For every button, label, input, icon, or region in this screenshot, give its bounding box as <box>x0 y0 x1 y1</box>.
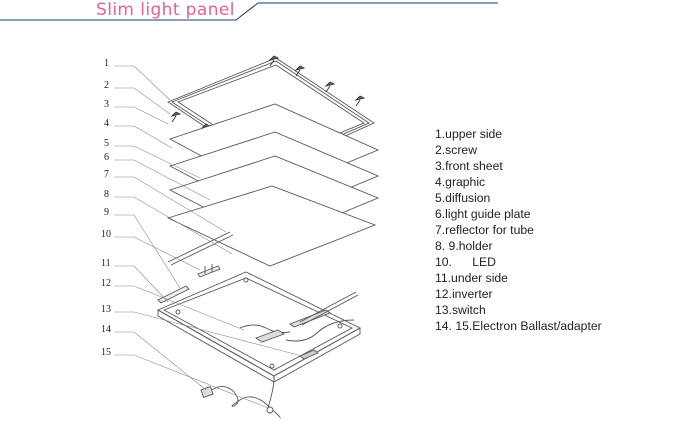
callout-14: 14 <box>101 324 111 335</box>
callout-13: 13 <box>101 304 111 315</box>
legend-item: 4.graphic <box>435 175 486 189</box>
legend-item: 10. LED <box>435 255 496 269</box>
legend-item: 14. 15.Electron Ballast/adapter <box>435 319 602 333</box>
switch <box>299 349 319 360</box>
callout-9: 9 <box>104 207 109 218</box>
callout-10: 10 <box>101 229 111 240</box>
ballast-adapter <box>200 377 281 419</box>
legend-item: 6.light guide plate <box>435 207 531 221</box>
callout-15: 15 <box>101 347 111 358</box>
legend-item: 12.inverter <box>435 287 493 301</box>
callout-3: 3 <box>104 99 109 110</box>
inverter <box>239 291 359 343</box>
callout-5: 5 <box>104 138 109 149</box>
under-side-frame <box>156 271 361 383</box>
legend-item: 8. 9.holder <box>435 239 493 253</box>
legend-item: 13.switch <box>435 303 486 317</box>
callout-6: 6 <box>104 152 109 163</box>
legend-item: 3.front sheet <box>435 159 503 173</box>
light-guide-plate <box>166 185 377 267</box>
callout-12: 12 <box>101 278 111 289</box>
legend-item: 11.under side <box>435 271 508 285</box>
callout-1: 1 <box>104 58 109 69</box>
legend-item: 1.upper side <box>435 127 503 141</box>
callout-7: 7 <box>104 169 109 180</box>
callout-8: 8 <box>104 189 109 200</box>
callout-numbers: 1 2 3 4 5 6 7 8 9 10 11 12 13 14 15 <box>101 58 111 358</box>
callout-4: 4 <box>104 118 109 129</box>
legend-item: 7.reflector for tube <box>435 223 534 237</box>
callout-11: 11 <box>101 258 111 269</box>
reflector-tube <box>167 231 234 266</box>
header-rule <box>0 2 498 21</box>
callout-2: 2 <box>104 80 109 91</box>
page-title: Slim light panel <box>96 0 235 20</box>
legend-item: 5.diffusion <box>435 191 491 205</box>
legend-item: 2.screw <box>435 143 477 157</box>
parts-legend: 1.upper side 2.screw 3.front sheet 4.gra… <box>435 126 602 334</box>
